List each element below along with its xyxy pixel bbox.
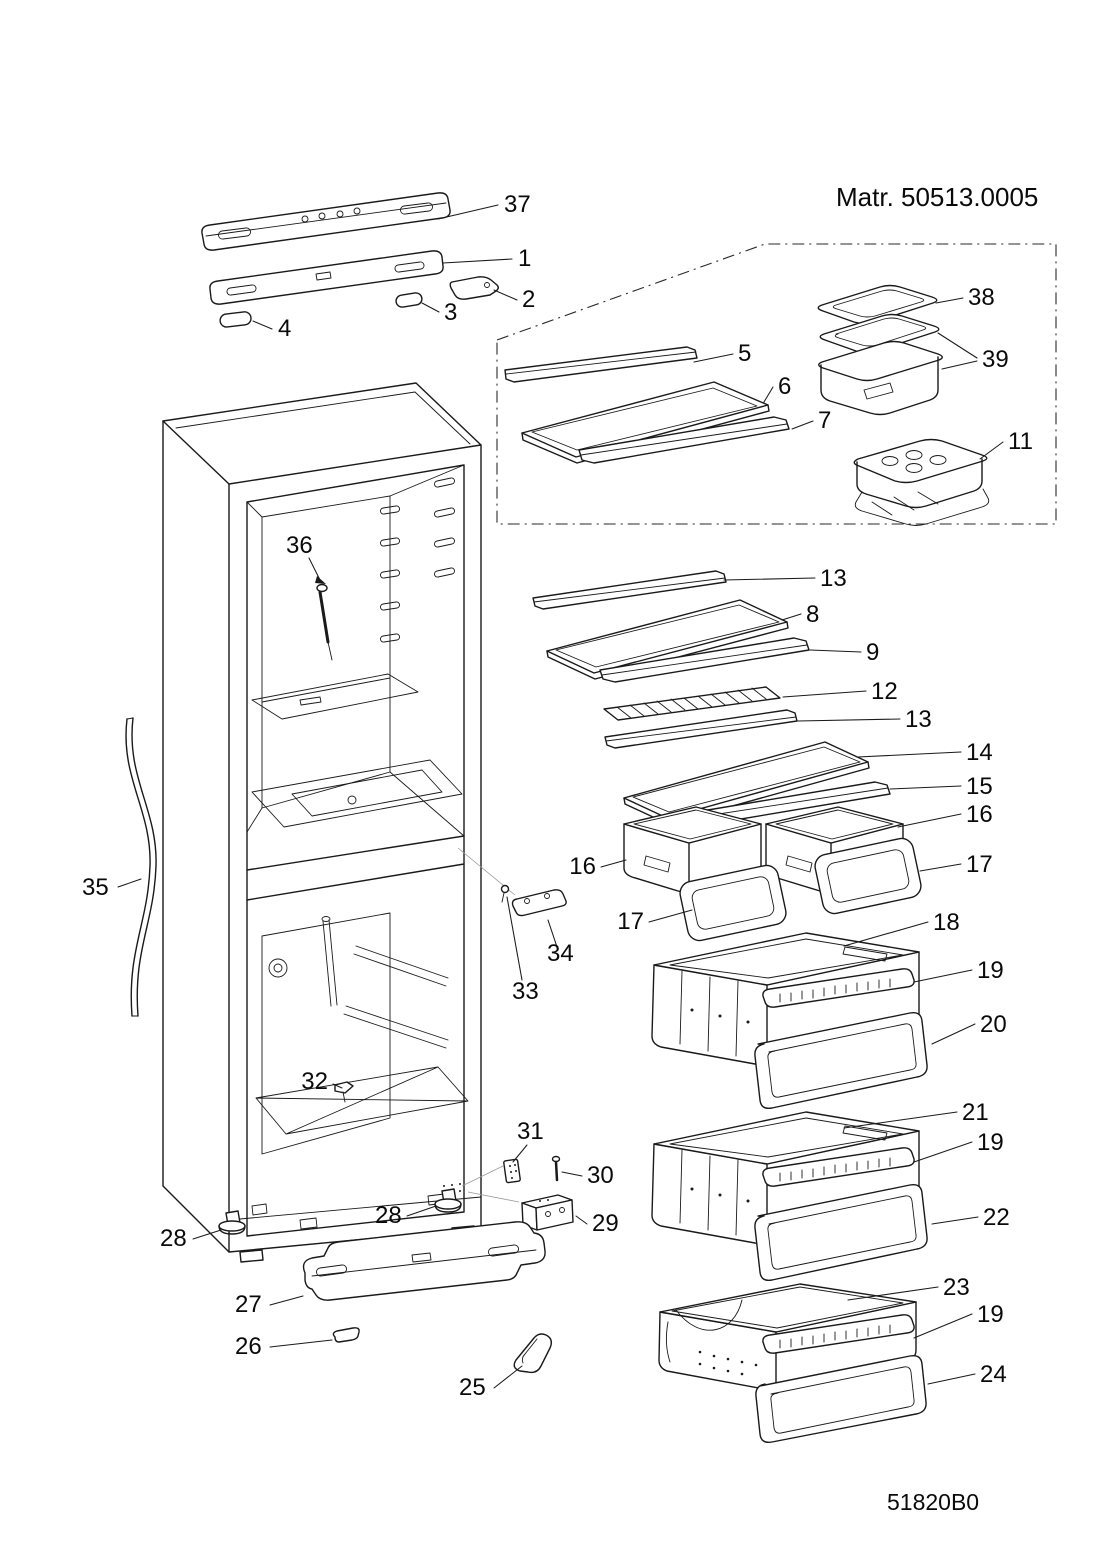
part-29-mount-bracket bbox=[521, 1194, 574, 1231]
part-37-top-crossbar bbox=[201, 192, 451, 251]
callout-34: 34 bbox=[547, 940, 574, 967]
part-3-cap bbox=[395, 292, 423, 308]
callout-22: 22 bbox=[983, 1204, 1010, 1231]
callout-13-upper: 13 bbox=[820, 565, 847, 592]
callout-9: 9 bbox=[866, 639, 879, 666]
part-28-foot-rear bbox=[218, 1210, 246, 1235]
model-matr-code: Matr. 50513.0005 bbox=[836, 182, 1038, 212]
part-22-drawer-front-middle bbox=[754, 1183, 928, 1282]
drawing-code: 51820B0 bbox=[887, 1489, 979, 1515]
callout-17-right: 17 bbox=[966, 851, 993, 878]
part-26-clip bbox=[332, 1327, 360, 1343]
callout-31: 31 bbox=[517, 1118, 544, 1145]
callout-18: 18 bbox=[933, 909, 960, 936]
part-6-glass-shelf bbox=[521, 381, 770, 464]
callout-21: 21 bbox=[962, 1099, 989, 1126]
callout-25: 25 bbox=[459, 1374, 486, 1401]
part-5-shelf-front-trim bbox=[504, 346, 698, 383]
part-11-tray bbox=[853, 438, 990, 526]
part-39-container-and-seal bbox=[818, 313, 943, 416]
part-30-pin bbox=[551, 1155, 561, 1182]
callout-2: 2 bbox=[522, 286, 535, 313]
part-35-gasket-tube bbox=[125, 717, 157, 1017]
callout-3: 3 bbox=[444, 299, 457, 326]
part-25-hinge-cover bbox=[513, 1333, 553, 1374]
part-33-screw bbox=[500, 884, 510, 903]
dashed-accessory-zone bbox=[496, 243, 1057, 525]
callout-leader-lines bbox=[117, 204, 1004, 1389]
callout-8: 8 bbox=[806, 601, 819, 628]
cabinet-body bbox=[162, 382, 482, 1263]
callout-11: 11 bbox=[1008, 428, 1033, 455]
callout-37: 37 bbox=[504, 191, 531, 218]
part-28-foot-front bbox=[434, 1188, 462, 1213]
callout-32: 32 bbox=[301, 1068, 328, 1095]
callout-26: 26 bbox=[235, 1333, 262, 1360]
callout-33: 33 bbox=[512, 978, 539, 1005]
callout-12: 12 bbox=[871, 678, 898, 705]
callout-24: 24 bbox=[980, 1361, 1007, 1388]
part-31-grommet bbox=[503, 1158, 521, 1184]
callout-1: 1 bbox=[518, 245, 531, 272]
part-8-glass-shelf bbox=[546, 599, 789, 680]
part-20-drawer-front-upper bbox=[754, 1011, 928, 1110]
callout-16-left: 16 bbox=[569, 853, 596, 880]
callout-16-right: 16 bbox=[966, 801, 993, 828]
callout-39: 39 bbox=[982, 346, 1009, 373]
callout-15: 15 bbox=[966, 773, 993, 800]
part-27-kick-plate bbox=[302, 1221, 546, 1301]
callout-13-lower: 13 bbox=[905, 706, 932, 733]
callout-20: 20 bbox=[980, 1011, 1007, 1038]
callout-36: 36 bbox=[286, 532, 313, 559]
part-24-drawer-front-bottom bbox=[755, 1354, 927, 1444]
part-32-clip bbox=[334, 1081, 354, 1103]
callout-27: 27 bbox=[235, 1291, 262, 1318]
callout-7: 7 bbox=[818, 407, 831, 434]
part-19-rail-upper bbox=[762, 968, 915, 1008]
part-13-lower-trim bbox=[604, 709, 798, 749]
part-17-crisper-front-right bbox=[814, 837, 922, 915]
part-4-cap bbox=[219, 311, 252, 328]
callout-29: 29 bbox=[592, 1210, 619, 1237]
part-1-crossbar bbox=[209, 250, 444, 305]
callout-14: 14 bbox=[966, 739, 993, 766]
callout-28-rear: 28 bbox=[160, 1225, 187, 1252]
callout-23: 23 bbox=[943, 1274, 970, 1301]
callout-19-middle: 19 bbox=[977, 1129, 1004, 1156]
callout-labels: 37 1 2 3 4 5 6 7 38 39 11 36 35 13 8 9 1… bbox=[82, 191, 1033, 1401]
callout-4: 4 bbox=[278, 315, 291, 342]
callout-19-bottom: 19 bbox=[977, 1301, 1004, 1328]
part-19-rail-bottom bbox=[762, 1314, 915, 1354]
callout-30: 30 bbox=[587, 1162, 614, 1189]
callout-35: 35 bbox=[82, 874, 109, 901]
part-7-shelf-rear-trim bbox=[578, 416, 790, 464]
callout-17-left: 17 bbox=[617, 908, 644, 935]
callout-5: 5 bbox=[738, 340, 751, 367]
callout-19-upper: 19 bbox=[977, 957, 1004, 984]
part-2-bracket bbox=[449, 276, 499, 300]
part-38-container-lid bbox=[817, 284, 938, 325]
part-17-crisper-front-left bbox=[679, 864, 787, 942]
part-12-bottle-rack bbox=[603, 686, 781, 721]
part-14-glass-shelf-large bbox=[623, 741, 870, 825]
part-34-hinge-bracket bbox=[511, 889, 567, 917]
callout-6: 6 bbox=[778, 373, 791, 400]
callout-38: 38 bbox=[968, 284, 995, 311]
part-19-rail-middle bbox=[762, 1147, 915, 1187]
part-36-sensor-probe bbox=[316, 583, 333, 661]
callout-28-front: 28 bbox=[375, 1202, 402, 1229]
part-9-rear-trim bbox=[599, 637, 810, 683]
part-13-upper-trim bbox=[532, 570, 727, 610]
